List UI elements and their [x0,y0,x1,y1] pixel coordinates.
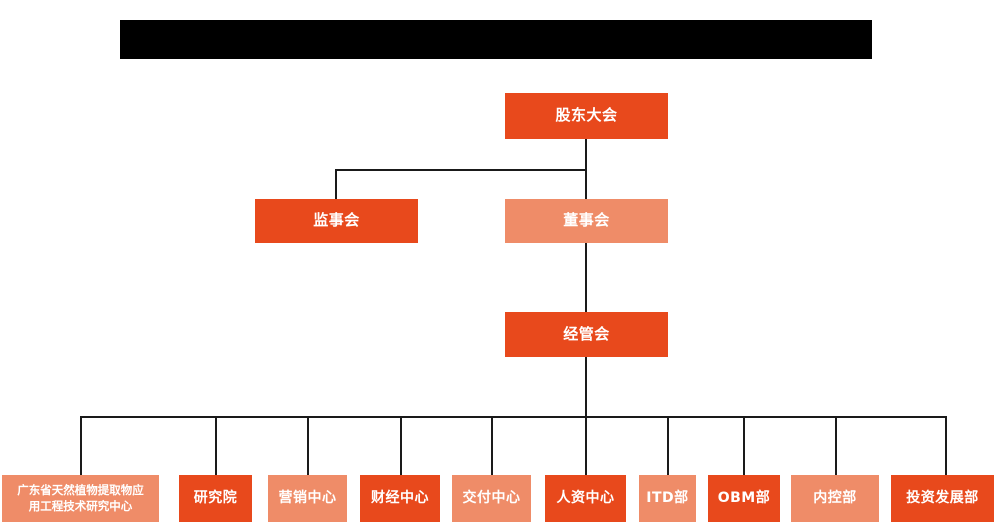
node-obm-department[interactable]: OBM部 [708,475,780,522]
node-engineering-research-center-line1: 广东省天然植物提取物应 [17,483,144,498]
node-hr-center[interactable]: 人资中心 [545,475,626,522]
connector-directors-down [585,169,587,200]
connector-supervisors-down [335,169,337,200]
connector-level4-bus [80,416,946,418]
connector-directors-to-management [585,242,587,312]
node-management-committee[interactable]: 经管会 [505,312,668,357]
node-board-of-directors[interactable]: 董事会 [505,199,668,243]
node-delivery-center[interactable]: 交付中心 [452,475,531,522]
node-investment-development-department[interactable]: 投资发展部 [891,475,994,522]
node-marketing-center[interactable]: 营销中心 [268,475,347,522]
connector-drop-research-institute [215,416,217,475]
connector-drop-engineering-research-center [80,416,82,475]
node-internal-control-department[interactable]: 内控部 [791,475,879,522]
connector-drop-itd-department [667,416,669,475]
connector-drop-investment-development-department [945,416,947,475]
redacted-title-bar [120,20,872,59]
node-research-institute[interactable]: 研究院 [179,475,252,522]
node-board-of-supervisors[interactable]: 监事会 [255,199,418,243]
connector-shareholders-down [585,138,587,170]
connector-drop-marketing-center [307,416,309,475]
connector-drop-delivery-center [491,416,493,475]
connector-drop-internal-control-department [835,416,837,475]
connector-drop-obm-department [743,416,745,475]
node-itd-department[interactable]: ITD部 [639,475,696,522]
connector-level2-horizontal [335,169,587,171]
node-engineering-research-center[interactable]: 广东省天然植物提取物应 用工程技术研究中心 [2,475,159,522]
node-shareholders-meeting[interactable]: 股东大会 [505,93,668,139]
connector-drop-finance-center [400,416,402,475]
node-engineering-research-center-line2: 用工程技术研究中心 [28,498,133,513]
node-finance-center[interactable]: 财经中心 [360,475,440,522]
